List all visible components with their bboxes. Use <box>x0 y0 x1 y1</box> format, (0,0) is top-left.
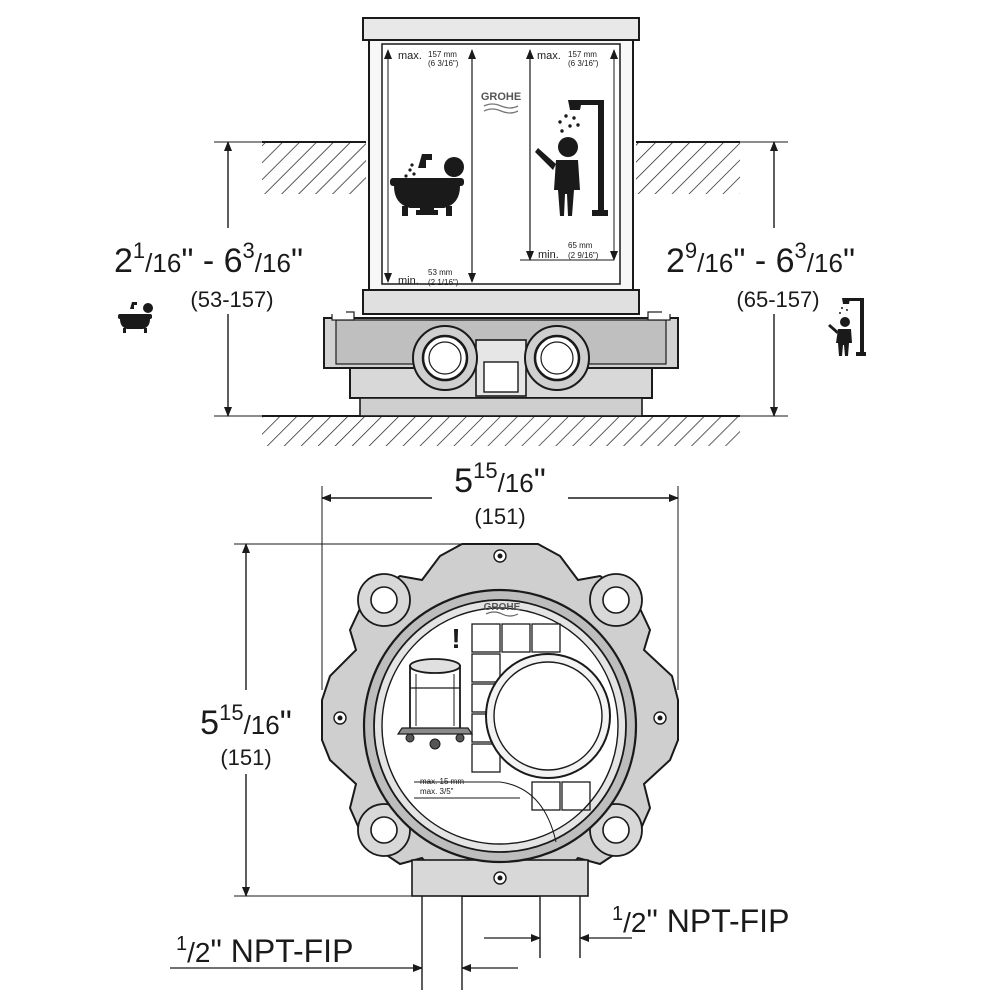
svg-text:21/16" - 63/16": 21/16" - 63/16" <box>114 238 303 280</box>
depth-max-mm: max. 15 mm <box>420 777 464 786</box>
svg-text:29/16" - 63/16": 29/16" - 63/16" <box>666 238 855 280</box>
grohe-logo-side: GROHE <box>481 91 521 114</box>
left-min-in: (2 1/16") <box>428 278 459 287</box>
label-min-left: min. <box>398 275 419 287</box>
left-dimension-label: 21/16" - 63/16" (53-157) <box>110 228 346 314</box>
wall-hatch-right <box>636 142 740 194</box>
svg-text:515/16": 515/16" <box>200 700 292 742</box>
shower-person-icon <box>535 100 608 216</box>
right-connection-label: 1/2" NPT-FIP <box>612 903 789 939</box>
width-dimension-mm: (151) <box>474 504 525 529</box>
height-dimension-label: 515/16" (151) <box>186 690 306 774</box>
label-min-right: min. <box>538 249 559 261</box>
valve-body-side <box>323 311 679 417</box>
left-dimension-mm: (53-157) <box>190 287 273 312</box>
left-max-mm: 157 mm <box>428 50 457 59</box>
cartridge-icon <box>396 658 474 750</box>
shower-icon-small <box>828 298 866 356</box>
right-max-in: (6 3/16") <box>568 59 599 68</box>
label-max-left: max. <box>398 50 422 62</box>
right-min-in: (2 9/16") <box>568 251 599 260</box>
bathtub-icon-small <box>118 302 153 333</box>
depth-max-in: max. 3/5" <box>420 787 454 796</box>
right-max-mm: 157 mm <box>568 50 597 59</box>
warning-icon: ! <box>451 623 460 654</box>
right-dimension-mm: (65-157) <box>736 287 819 312</box>
side-view: GROHE max. 157 mm (6 3/16") min. 53 mm (… <box>110 17 898 446</box>
left-min-mm: 53 mm <box>428 268 453 277</box>
label-max-right: max. <box>537 50 561 62</box>
svg-text:GROHE: GROHE <box>484 602 521 613</box>
width-dimension-label: 515/16" (151) <box>432 456 568 529</box>
svg-text:515/16": 515/16" <box>454 458 546 500</box>
svg-text:GROHE: GROHE <box>481 91 521 103</box>
svg-text:1/2" NPT-FIP: 1/2" NPT-FIP <box>176 933 353 969</box>
left-connection-label: 1/2" NPT-FIP <box>176 933 353 969</box>
bathtub-icon <box>390 154 464 216</box>
svg-text:1/2" NPT-FIP: 1/2" NPT-FIP <box>612 903 789 939</box>
floor-hatch <box>262 416 740 446</box>
valve-body-top: max. 15 mm max. 3/5" ! GROHE <box>321 543 679 897</box>
left-max-in: (6 3/16") <box>428 59 459 68</box>
height-dimension-mm: (151) <box>220 745 271 770</box>
right-min-mm: 65 mm <box>568 241 593 250</box>
top-view: 515/16" (151) 515/16" (151) <box>170 456 789 990</box>
grohe-logo-top: GROHE <box>484 602 521 617</box>
pipe-connections <box>421 896 581 990</box>
wall-hatch-left <box>262 142 366 194</box>
